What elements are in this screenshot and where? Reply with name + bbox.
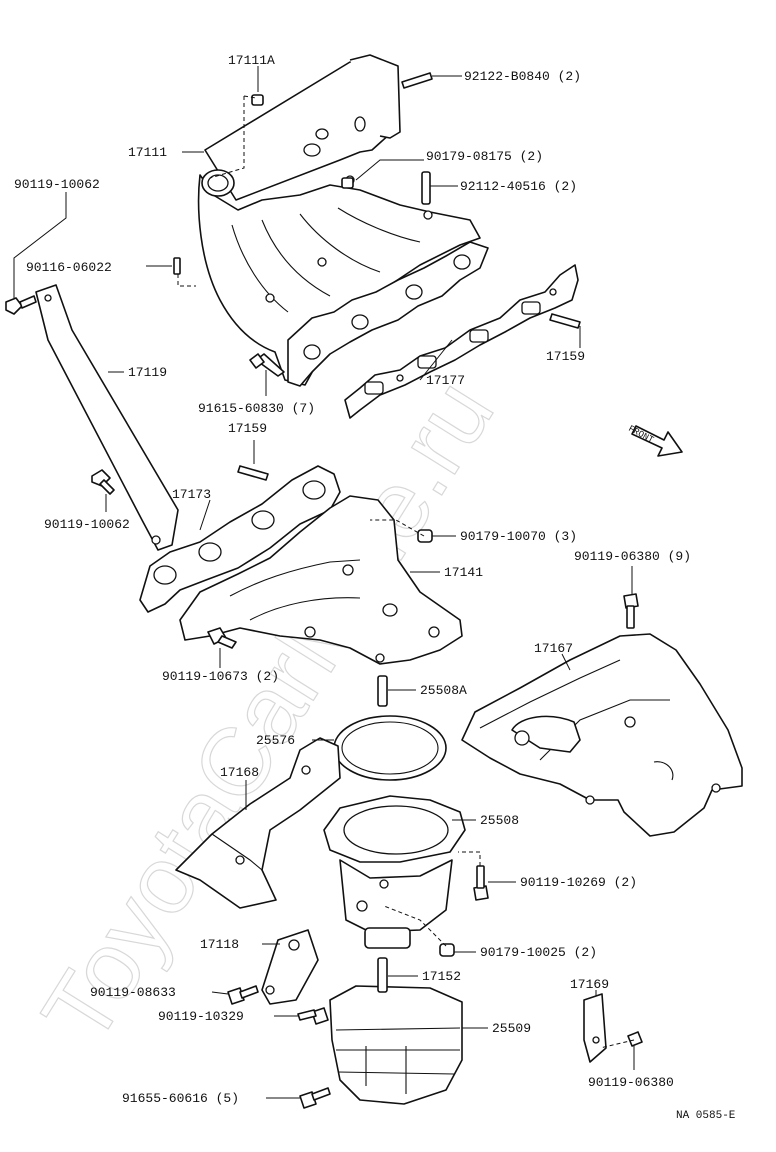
gasket-17173 bbox=[139, 465, 341, 613]
label-25576: 25576 bbox=[256, 733, 295, 748]
label-90179-10070: 90179-10070 (3) bbox=[460, 529, 577, 544]
heat-insulator-17168 bbox=[175, 737, 341, 909]
label-90119-06380-b: 90119-06380 bbox=[588, 1075, 674, 1090]
label-90116-06022: 90116-06022 bbox=[26, 260, 112, 275]
label-17173: 17173 bbox=[172, 487, 211, 502]
label-17141: 17141 bbox=[444, 565, 483, 580]
diagram-code: NA 0585-E bbox=[676, 1110, 736, 1122]
exhaust-manifold-17141 bbox=[179, 495, 463, 665]
front-marker: FRONT bbox=[627, 424, 656, 446]
bracket-17169 bbox=[583, 993, 607, 1063]
label-17119: 17119 bbox=[128, 365, 167, 380]
label-17159-b: 17159 bbox=[228, 421, 267, 436]
label-90119-10673: 90119-10673 (2) bbox=[162, 669, 279, 684]
label-17111: 17111 bbox=[128, 145, 167, 160]
stay-17118 bbox=[261, 929, 319, 1005]
converter-25508 bbox=[323, 795, 466, 949]
label-90119-10062-a: 90119-10062 bbox=[14, 177, 100, 192]
label-17168: 17168 bbox=[220, 765, 259, 780]
gasket-17177 bbox=[344, 264, 579, 419]
label-91655-60616: 91655-60616 (5) bbox=[122, 1091, 239, 1106]
label-17167: 17167 bbox=[534, 641, 573, 656]
label-17159-a: 17159 bbox=[546, 349, 585, 364]
label-90119-06380-a: 90119-06380 (9) bbox=[574, 549, 691, 564]
label-90119-10062-b: 90119-10062 bbox=[44, 517, 130, 532]
fasteners bbox=[5, 72, 643, 1109]
front-arrow-icon: FRONT bbox=[627, 424, 683, 457]
label-91615-60830: 91615-60830 (7) bbox=[198, 401, 315, 416]
label-25508A: 25508A bbox=[420, 683, 467, 698]
exhaust-manifold-17111 bbox=[197, 54, 489, 387]
label-90119-08633: 90119-08633 bbox=[90, 985, 176, 1000]
label-25508: 25508 bbox=[480, 813, 519, 828]
watermark-text: ToyotaCarMine.ru bbox=[22, 362, 514, 1061]
label-17118: 17118 bbox=[200, 937, 239, 952]
label-25509: 25509 bbox=[492, 1021, 531, 1036]
part-labels: 17111A 92122-B0840 (2) 17111 90179-08175… bbox=[14, 53, 736, 1122]
label-17152: 17152 bbox=[422, 969, 461, 984]
label-90119-10329: 90119-10329 bbox=[158, 1009, 244, 1024]
leader-lines bbox=[13, 66, 635, 1099]
insulator-25509 bbox=[329, 985, 463, 1105]
label-17111A: 17111A bbox=[228, 53, 275, 68]
heat-insulator-17167 bbox=[461, 633, 743, 837]
label-90179-10025: 90179-10025 (2) bbox=[480, 945, 597, 960]
label-92112-40516: 92112-40516 (2) bbox=[460, 179, 577, 194]
label-90119-10269: 90119-10269 (2) bbox=[520, 875, 637, 890]
label-17169: 17169 bbox=[570, 977, 609, 992]
alignment-lines bbox=[177, 95, 635, 1049]
label-92122-B0840: 92122-B0840 (2) bbox=[464, 69, 581, 84]
label-17177: 17177 bbox=[426, 373, 465, 388]
label-90179-08175: 90179-08175 (2) bbox=[426, 149, 543, 164]
stay-17119 bbox=[35, 284, 179, 551]
gasket-25576 bbox=[333, 715, 447, 781]
